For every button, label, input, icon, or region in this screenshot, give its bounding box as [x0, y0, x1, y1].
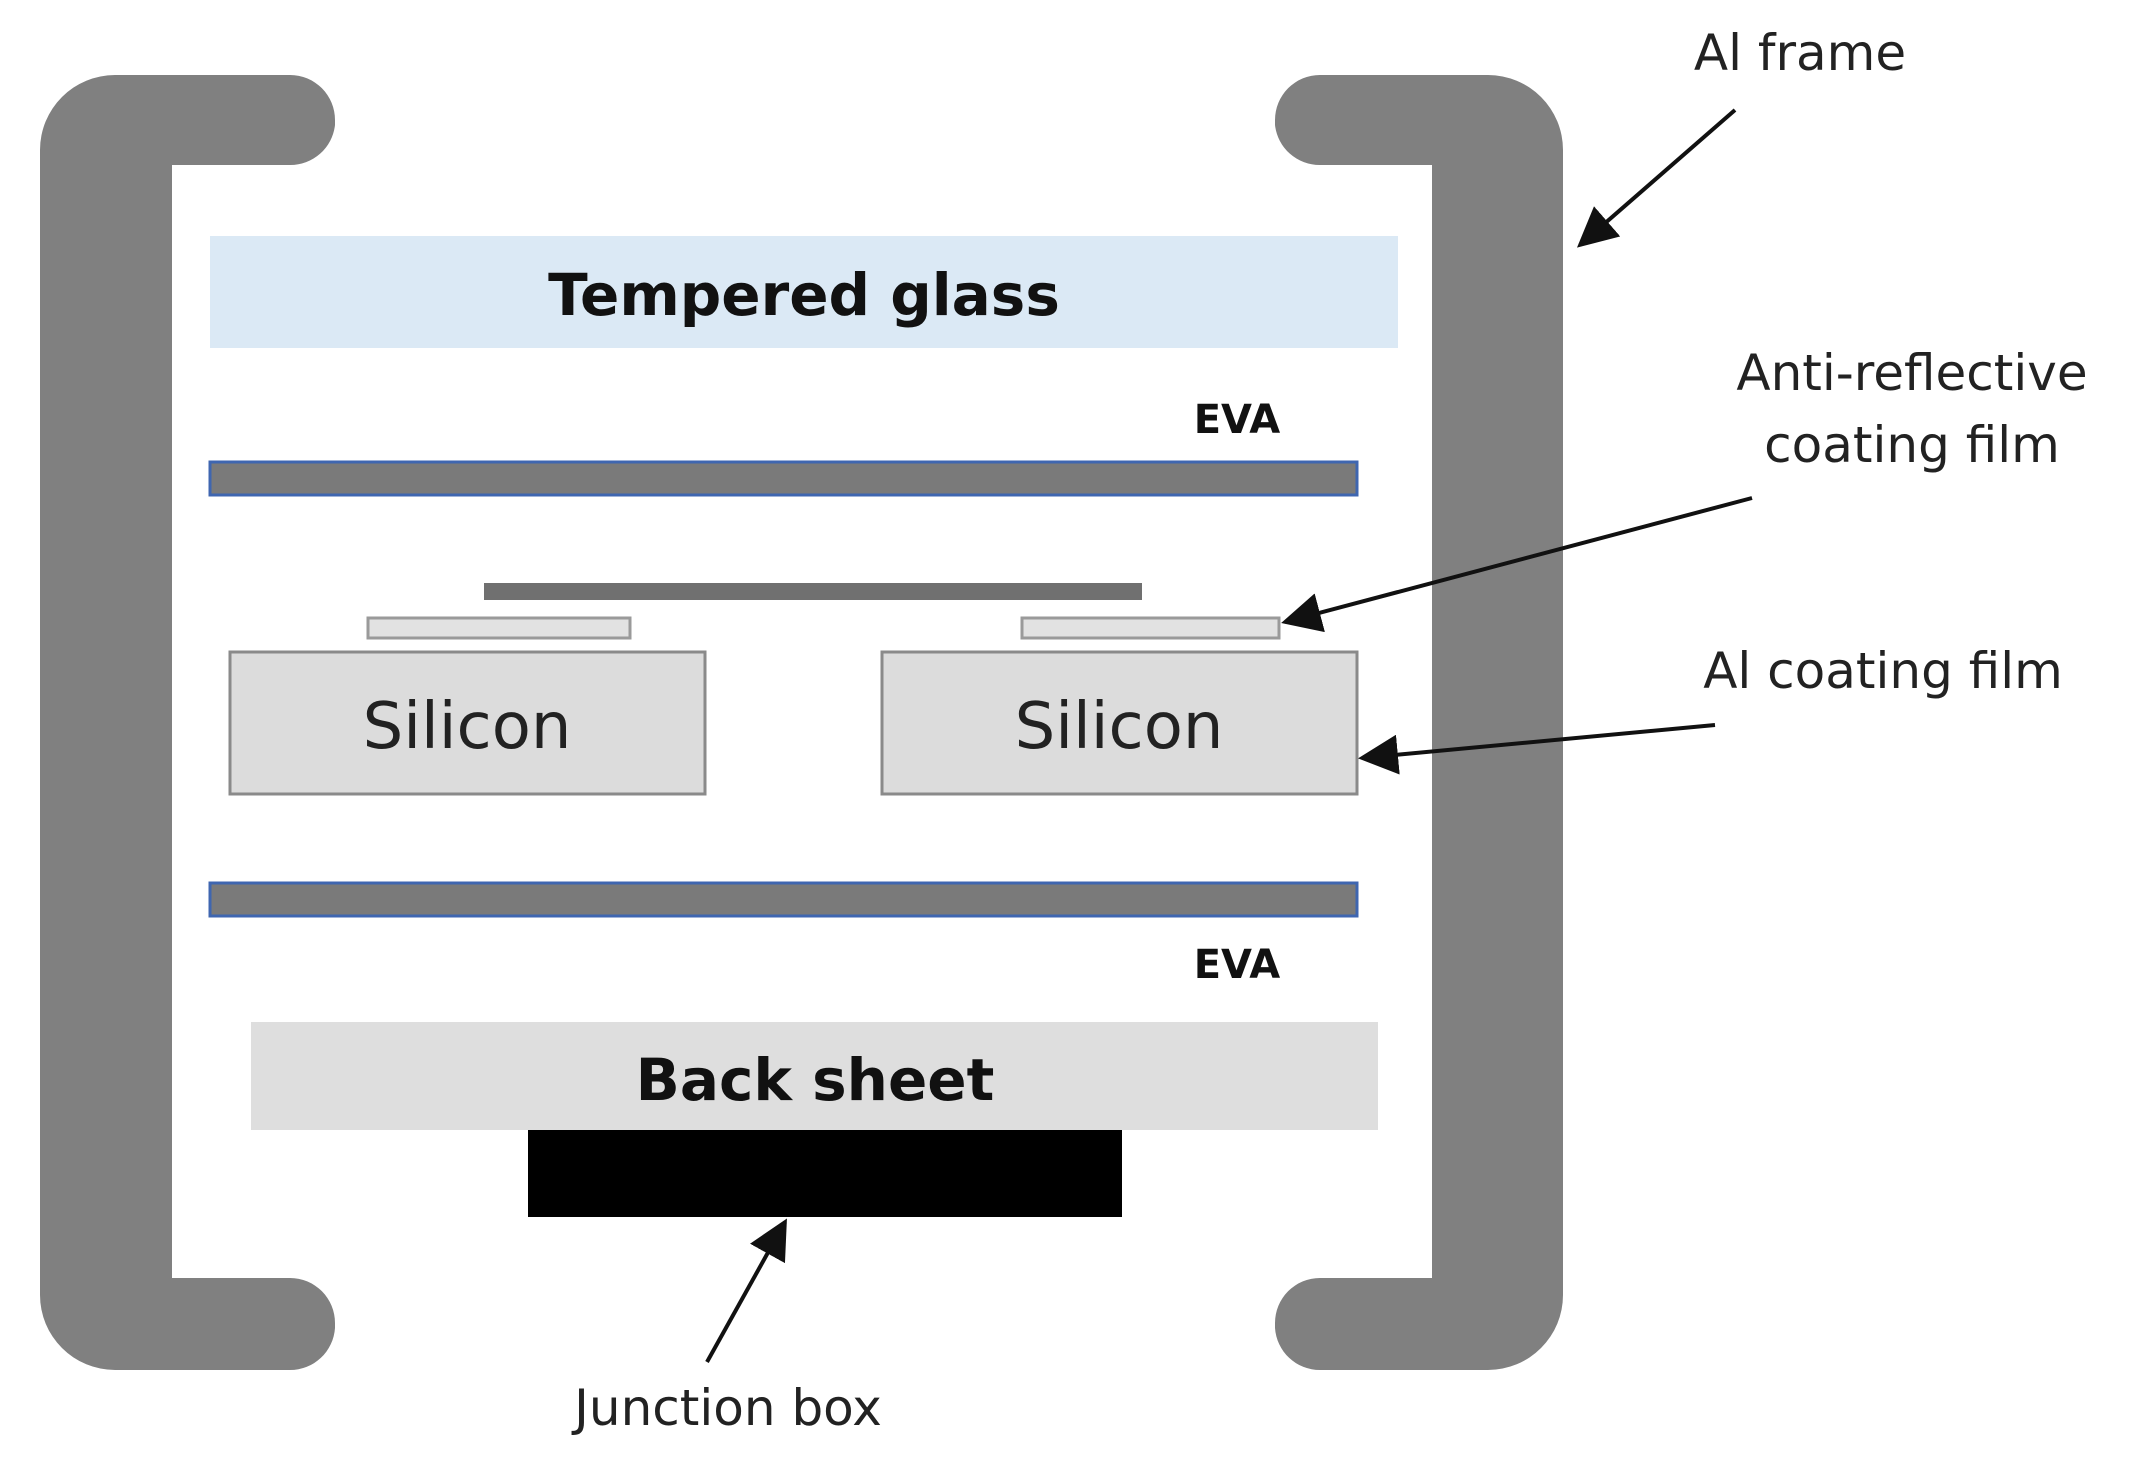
silicon-cell-left — [228, 650, 707, 796]
al-coating-film-arrow — [1358, 723, 1716, 775]
anti-reflective-film-right — [1020, 616, 1281, 640]
back-sheet-layer — [251, 1022, 1378, 1130]
eva-bottom-layer — [208, 881, 1359, 918]
junction-box-arrow — [705, 1218, 787, 1363]
tempered-glass-label: Tempered glass — [548, 261, 1060, 329]
silicon-cell-right — [880, 650, 1359, 796]
anti-reflective-callout-line2: coating film — [1764, 416, 2060, 474]
silicon-left-label: Silicon — [363, 690, 572, 764]
silicon-right-label: Silicon — [1015, 690, 1224, 764]
al-frame-right — [1275, 75, 1563, 1371]
al-frame-left — [40, 75, 335, 1371]
al-frame-arrow — [1576, 108, 1737, 248]
anti-reflective-arrow — [1281, 496, 1753, 633]
eva-bottom-label: EVA — [1194, 942, 1281, 988]
anti-reflective-callout-line1: Anti-reflective — [1736, 344, 2087, 402]
tempered-glass-layer — [210, 236, 1398, 348]
al-coating-film-callout: Al coating film — [1703, 642, 2063, 700]
interconnect-ribbon — [484, 583, 1142, 600]
junction-box — [528, 1130, 1122, 1217]
eva-top-layer — [208, 460, 1359, 497]
al-frame-callout: Al frame — [1694, 24, 1906, 82]
junction-box-callout: Junction box — [571, 1379, 882, 1437]
anti-reflective-film-left — [366, 616, 632, 640]
eva-top-label: EVA — [1194, 397, 1281, 443]
back-sheet-label: Back sheet — [636, 1046, 995, 1114]
